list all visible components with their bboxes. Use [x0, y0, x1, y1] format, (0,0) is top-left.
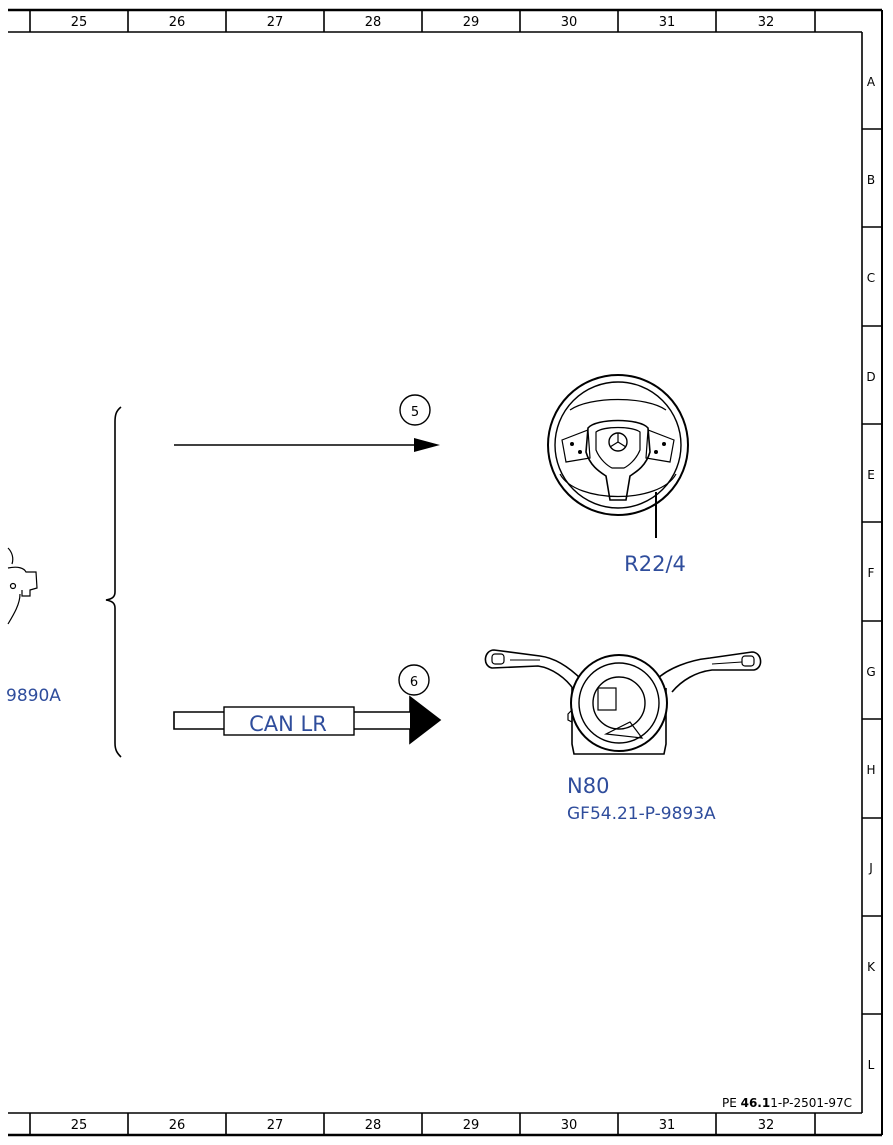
row-label-h: H [866, 763, 875, 777]
col-label-31-top: 31 [659, 15, 676, 30]
steering-column-module-drawing [484, 649, 762, 755]
sheet-frame [8, 8, 883, 1137]
can-bus-label: CAN LR [249, 712, 327, 736]
column-dividers [29, 10, 816, 1135]
steering-column-module-reference: GF54.21-P-9893A [567, 804, 716, 824]
col-label-30-bottom: 30 [561, 1118, 578, 1133]
col-label-32-top: 32 [758, 15, 775, 30]
document-id-bold: 46.1 [741, 1096, 771, 1110]
connection-6-marker: 6 [398, 664, 430, 696]
col-label-32-bottom: 32 [758, 1118, 775, 1133]
row-dividers [862, 128, 882, 1015]
col-label-28-top: 28 [365, 15, 382, 30]
col-label-29-bottom: 29 [463, 1118, 480, 1133]
document-id-suffix: 1-P-2501-97C [770, 1096, 852, 1110]
col-label-26-bottom: 26 [169, 1118, 186, 1133]
col-label-28-bottom: 28 [365, 1118, 382, 1133]
steering-wheel-code: R22/4 [624, 552, 686, 576]
col-label-27-bottom: 27 [267, 1118, 284, 1133]
row-label-a: A [867, 75, 876, 89]
col-label-31-bottom: 31 [659, 1118, 676, 1133]
column-labels-bottom: 25 26 27 28 29 30 31 32 [71, 1118, 775, 1133]
column-labels-top: 25 26 27 28 29 30 31 32 [71, 15, 775, 30]
row-label-b: B [867, 173, 875, 187]
partial-component-reference: 9890A [6, 686, 61, 706]
connection-5-arrow [174, 438, 440, 452]
col-label-25-top: 25 [71, 15, 88, 30]
col-label-26-top: 26 [169, 15, 186, 30]
row-label-l: L [868, 1058, 875, 1072]
row-label-c: C [867, 271, 875, 285]
connection-6-number: 6 [410, 675, 418, 690]
can-bus-arrow: CAN LR [173, 695, 442, 745]
row-label-f: F [868, 566, 875, 580]
steering-wheel-drawing [547, 374, 689, 516]
row-label-e: E [867, 468, 875, 482]
row-label-d: D [866, 370, 875, 384]
grouping-brace [105, 406, 122, 758]
steering-column-module-code: N80 [567, 774, 609, 798]
col-label-30-top: 30 [561, 15, 578, 30]
document-id: PE 46.11-P-2501-97C [722, 1096, 852, 1110]
col-label-29-top: 29 [463, 15, 480, 30]
connection-5-marker: 5 [399, 394, 431, 426]
row-label-g: G [866, 665, 875, 679]
row-label-k: K [867, 960, 876, 974]
document-id-prefix: PE [722, 1096, 741, 1110]
row-labels: A B C D E F G H J K L [866, 75, 876, 1072]
col-label-27-top: 27 [267, 15, 284, 30]
connection-5-number: 5 [411, 405, 419, 420]
row-label-j: J [868, 861, 873, 875]
partial-component-drawing [7, 547, 38, 625]
col-label-25-bottom: 25 [71, 1118, 88, 1133]
